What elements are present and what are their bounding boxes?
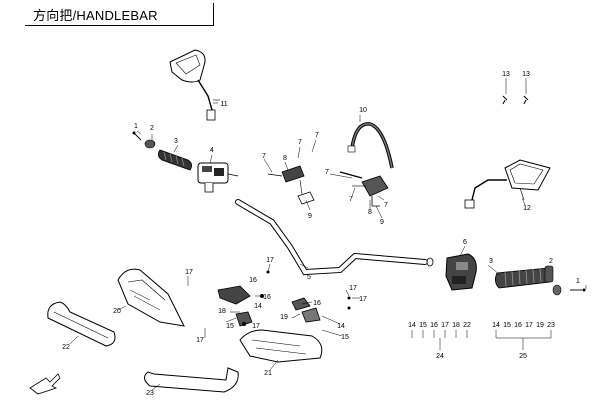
callout-13-right: 13 (522, 71, 530, 78)
callout-7-a: 7 (262, 153, 266, 160)
left-bar-end-parts (132, 131, 156, 149)
callout-7-f: 7 (384, 202, 388, 209)
title-frame: 方向把/HANDLEBAR (25, 3, 214, 26)
callout-23: 23 (146, 390, 154, 397)
kit-24-item-1: 14 (408, 322, 416, 329)
kit-25-item-5: 19 (536, 322, 544, 329)
right-grip (495, 265, 554, 289)
left-mirror (169, 49, 220, 121)
right-switch-housing (445, 253, 477, 291)
callout-22: 22 (62, 344, 70, 351)
callout-15-a: 15 (226, 323, 234, 330)
handlebar-tube (235, 199, 434, 276)
callout-labels: 1 2 3 4 5 6 3 2 1 10 11 12 13 13 7 8 7 7… (62, 71, 580, 397)
callout-1-right: 1 (576, 278, 580, 285)
callout-21: 21 (264, 370, 272, 377)
callout-17-c: 17 (252, 323, 260, 330)
callout-1-left: 1 (134, 123, 138, 130)
kit-24-item-3: 16 (430, 322, 438, 329)
callout-17-e: 17 (349, 285, 357, 292)
callout-19: 19 (280, 314, 288, 321)
callout-2-left: 2 (150, 125, 154, 132)
kit-24-total: 24 (436, 353, 444, 360)
callout-15-b: 15 (341, 334, 349, 341)
callout-16-c: 16 (313, 300, 321, 307)
callout-16-a: 16 (249, 277, 257, 284)
callout-12: 12 (523, 205, 531, 212)
right-guard-bar (144, 367, 239, 393)
callout-9-right: 9 (380, 219, 384, 226)
kit-25-item-1: 14 (492, 322, 500, 329)
bolts-13 (502, 95, 529, 105)
callout-14-a: 14 (254, 303, 262, 310)
callout-4: 4 (210, 147, 214, 154)
callout-20: 20 (113, 308, 121, 315)
callout-16-b: 16 (263, 294, 271, 301)
diagram-title: 方向把/HANDLEBAR (33, 8, 158, 23)
left-grip (158, 149, 192, 171)
right-hand-guard (239, 329, 323, 363)
callout-9-left: 9 (308, 213, 312, 220)
mounting-hardware (217, 270, 351, 327)
callout-18-a: 18 (218, 308, 226, 315)
callout-13-left: 13 (502, 71, 510, 78)
callout-10: 10 (359, 107, 367, 114)
left-switch-housing (197, 162, 239, 193)
callout-7-c: 7 (315, 132, 319, 139)
callout-5: 5 (307, 274, 311, 281)
callout-8-b: 8 (368, 209, 372, 216)
callout-8-a: 8 (283, 155, 287, 162)
callout-2-right: 2 (549, 258, 553, 265)
callout-3-left: 3 (174, 138, 178, 145)
left-clamp-assembly (267, 165, 315, 205)
kit-group-25: 14 15 16 17 19 23 25 (492, 322, 555, 360)
right-mirror (464, 159, 551, 209)
callout-7-b: 7 (298, 139, 302, 146)
leader-lines (69, 78, 587, 391)
callout-14-b: 14 (337, 323, 345, 330)
callout-17-a: 17 (185, 269, 193, 276)
callout-7-d: 7 (325, 169, 329, 176)
callout-17-b: 17 (266, 257, 274, 264)
left-guard-bar (47, 301, 116, 347)
kit-24-item-2: 15 (419, 322, 427, 329)
kit-25-item-4: 17 (525, 322, 533, 329)
left-hand-guard (117, 268, 185, 327)
callout-7-e: 7 (349, 196, 353, 203)
callout-17-d: 17 (196, 337, 204, 344)
callout-11: 11 (220, 101, 227, 108)
callout-6: 6 (463, 239, 467, 246)
right-clamp-assembly (339, 171, 389, 207)
kit-25-total: 25 (519, 353, 527, 360)
kit-group-24: 14 15 16 17 18 22 24 (408, 322, 471, 360)
kit-25-item-3: 16 (514, 322, 522, 329)
kit-25-item-2: 15 (503, 322, 511, 329)
callout-3-right: 3 (489, 258, 493, 265)
kit-24-item-5: 18 (452, 322, 460, 329)
callout-17-f: 17 (359, 296, 367, 303)
kit-25-item-6: 23 (547, 322, 555, 329)
right-bar-end-parts (552, 284, 586, 296)
cable (347, 122, 394, 169)
front-arrow-icon (29, 373, 61, 395)
kit-24-item-6: 22 (463, 322, 471, 329)
kit-24-item-4: 17 (441, 322, 449, 329)
